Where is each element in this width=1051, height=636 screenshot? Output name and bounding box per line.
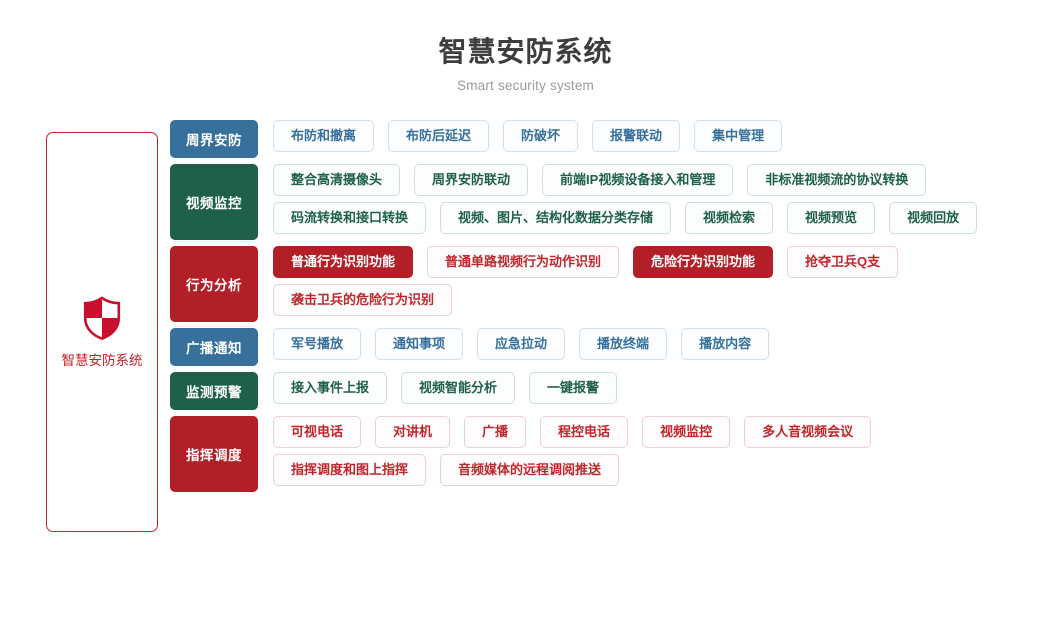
root-node-panel[interactable]: 智慧安防系统 [46, 132, 158, 532]
feature-chip[interactable]: 视频检索 [685, 202, 774, 234]
feature-chip[interactable]: 视频智能分析 [401, 372, 516, 404]
category-row: 指挥调度可视电话对讲机广播程控电话视频监控多人音视频会议指挥调度和图上指挥音频媒… [170, 416, 1050, 492]
feature-chip[interactable]: 一键报警 [529, 372, 618, 404]
feature-chip[interactable]: 接入事件上报 [273, 372, 388, 404]
feature-chip[interactable]: 视频回放 [889, 202, 978, 234]
shield-icon [83, 295, 121, 340]
feature-chip[interactable]: 前端IP视频设备接入和管理 [542, 164, 734, 196]
category-row: 行为分析普通行为识别功能普通单路视频行为动作识别危险行为识别功能抢夺卫兵Q支袭击… [170, 246, 1050, 322]
feature-chip[interactable]: 周界安防联动 [414, 164, 529, 196]
category-row: 广播通知军号播放通知事项应急拉动播放终端播放内容 [170, 328, 1050, 366]
feature-chip[interactable]: 应急拉动 [477, 328, 566, 360]
feature-chip[interactable]: 军号播放 [273, 328, 362, 360]
feature-chip[interactable]: 布防和撤离 [273, 120, 375, 152]
feature-chip[interactable]: 可视电话 [273, 416, 362, 448]
feature-chip[interactable]: 播放终端 [579, 328, 668, 360]
feature-chip[interactable]: 袭击卫兵的危险行为识别 [273, 284, 453, 316]
feature-chip[interactable]: 整合高清摄像头 [273, 164, 401, 196]
feature-chip[interactable]: 对讲机 [375, 416, 451, 448]
feature-chip[interactable]: 程控电话 [540, 416, 629, 448]
feature-chip[interactable]: 集中管理 [694, 120, 783, 152]
category-label-6[interactable]: 指挥调度 [170, 416, 258, 492]
feature-chip[interactable]: 视频、图片、结构化数据分类存储 [440, 202, 672, 234]
feature-chip[interactable]: 视频预览 [787, 202, 876, 234]
feature-chip[interactable]: 防破坏 [503, 120, 579, 152]
page-subtitle: Smart security system [457, 78, 594, 93]
category-label-4[interactable]: 广播通知 [170, 328, 258, 366]
feature-chip[interactable]: 报警联动 [592, 120, 681, 152]
category-items: 布防和撤离布防后延迟防破坏报警联动集中管理 [258, 120, 1050, 158]
category-label-2[interactable]: 视频监控 [170, 164, 258, 240]
feature-chip[interactable]: 通知事项 [375, 328, 464, 360]
feature-chip[interactable]: 广播 [464, 416, 527, 448]
feature-chip[interactable]: 非标准视频流的协议转换 [747, 164, 927, 196]
category-rows: 周界安防布防和撤离布防后延迟防破坏报警联动集中管理视频监控整合高清摄像头周界安防… [170, 120, 1050, 498]
category-label-1[interactable]: 周界安防 [170, 120, 258, 158]
category-items: 可视电话对讲机广播程控电话视频监控多人音视频会议指挥调度和图上指挥音频媒体的远程… [258, 416, 1050, 492]
category-row: 周界安防布防和撤离布防后延迟防破坏报警联动集中管理 [170, 120, 1050, 158]
category-items: 军号播放通知事项应急拉动播放终端播放内容 [258, 328, 1050, 366]
feature-chip[interactable]: 码流转换和接口转换 [273, 202, 427, 234]
page-title: 智慧安防系统 [438, 36, 613, 67]
feature-chip[interactable]: 指挥调度和图上指挥 [273, 454, 427, 486]
category-row: 视频监控整合高清摄像头周界安防联动前端IP视频设备接入和管理非标准视频流的协议转… [170, 164, 1050, 240]
category-label-5[interactable]: 监测预警 [170, 372, 258, 410]
feature-chip[interactable]: 播放内容 [681, 328, 770, 360]
feature-chip[interactable]: 视频监控 [642, 416, 731, 448]
feature-chip[interactable]: 布防后延迟 [388, 120, 490, 152]
category-items: 普通行为识别功能普通单路视频行为动作识别危险行为识别功能抢夺卫兵Q支袭击卫兵的危… [258, 246, 1050, 322]
feature-chip[interactable]: 普通行为识别功能 [273, 246, 414, 278]
feature-chip[interactable]: 普通单路视频行为动作识别 [427, 246, 620, 278]
category-items: 整合高清摄像头周界安防联动前端IP视频设备接入和管理非标准视频流的协议转换码流转… [258, 164, 1050, 240]
feature-chip[interactable]: 危险行为识别功能 [633, 246, 774, 278]
root-node-label: 智慧安防系统 [61, 352, 143, 368]
feature-chip[interactable]: 抢夺卫兵Q支 [787, 246, 899, 278]
category-label-3[interactable]: 行为分析 [170, 246, 258, 322]
feature-chip[interactable]: 音频媒体的远程调阅推送 [440, 454, 620, 486]
category-row: 监测预警接入事件上报视频智能分析一键报警 [170, 372, 1050, 410]
category-items: 接入事件上报视频智能分析一键报警 [258, 372, 1050, 410]
feature-chip[interactable]: 多人音视频会议 [744, 416, 872, 448]
page-header: 智慧安防系统 Smart security system [0, 0, 1051, 93]
